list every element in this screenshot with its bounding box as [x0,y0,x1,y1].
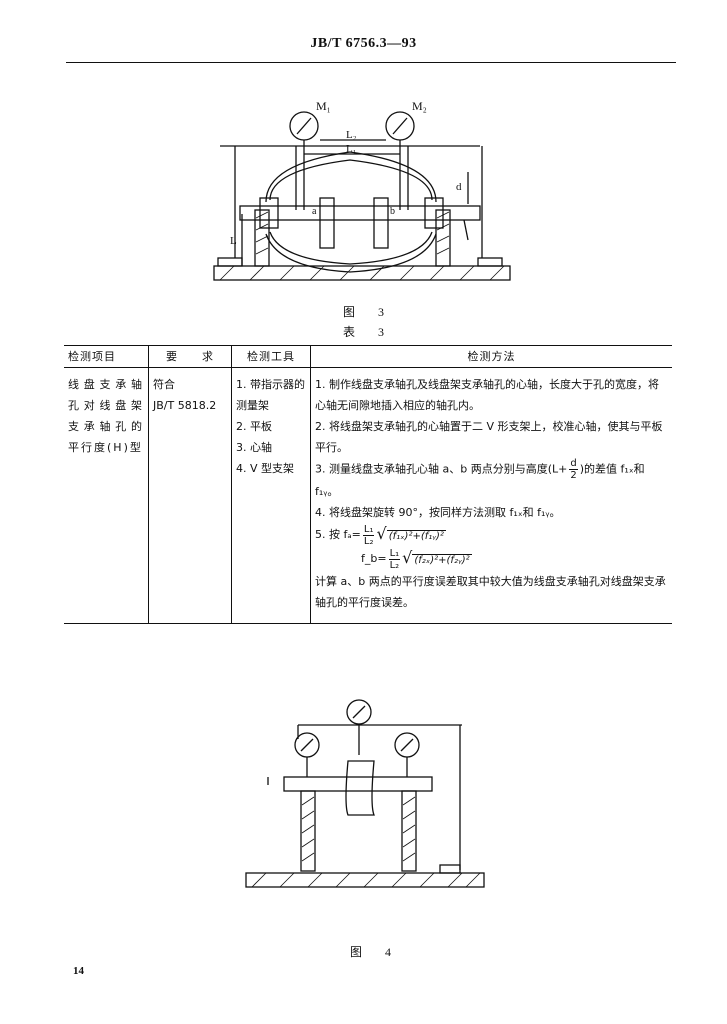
tool-item: 3. 心轴 [236,441,272,454]
figure-4-caption: 图 4 [350,945,402,959]
inspection-table: 检测项目 要 求 检测工具 检测方法 线盘支承轴孔对线盘架支承轴孔的平行度(H)… [64,345,672,624]
tool-item: 1. 带指示器的测量架 [236,378,305,412]
label-l2: L₂ [346,129,357,141]
tool-item: 4. V 型支架 [236,462,295,475]
table-3-caption: 表 3 [343,325,395,339]
sqrt-icon: √(f₂ₓ)²+(f₂ᵧ)² [402,548,472,567]
method-conclusion: 计算 a、b 两点的平行度误差取其中较大值为线盘支承轴孔对线盘架支承轴孔的平行度… [315,575,666,609]
method-step-4: 4. 将线盘架旋转 90°，按同样方法测取 f₁ₓ和 f₁ᵧ。 [315,506,561,519]
page-number: 14 [73,965,84,977]
requirement-standard: JB/T 5818.2 [153,399,217,412]
header-tools: 检测工具 [231,345,311,368]
sqrt-icon: √(f₁ₓ)²+(f₁ᵧ)² [376,524,446,543]
header-requirement: 要 求 [148,345,232,368]
label-d: d [456,181,462,193]
document-header: JB/T 6756.3—93 [310,36,417,51]
method-step-1: 1. 制作线盘支承轴孔及线盘架支承轴孔的心轴，长度大于孔的宽度，将心轴无间隙地插… [315,378,659,412]
tool-item: 2. 平板 [236,420,272,433]
figure-4-diagram [245,699,485,888]
label-l: L [230,235,237,247]
figure-3-caption: 图 3 [343,305,395,319]
label-b: b [390,206,395,217]
header-rule [66,62,676,63]
header-method: 检测方法 [310,345,672,368]
table-row: 线盘支承轴孔对线盘架支承轴孔的平行度(H)型 符合 JB/T 5818.2 1.… [64,367,672,624]
requirement-line: 符合 [153,378,175,391]
figure-3-diagram: M₁ M₂ L₂ L₁ d L a b [213,99,511,281]
header-inspection-item: 检测项目 [64,345,149,368]
cell-requirement: 符合 JB/T 5818.2 [148,367,232,624]
label-m1: M₁ [316,99,331,113]
label-m2: M₂ [412,99,427,113]
label-l1: L₁ [346,143,357,155]
label-a: a [312,206,317,217]
table-header-row: 检测项目 要 求 检测工具 检测方法 [64,345,672,368]
cell-tools: 1. 带指示器的测量架 2. 平板 3. 心轴 4. V 型支架 [231,367,311,624]
method-step-2: 2. 将线盘架支承轴孔的心轴置于二 V 形支架上，校准心轴，使其与平板平行。 [315,420,663,454]
cell-method: 1. 制作线盘支承轴孔及线盘架支承轴孔的心轴，长度大于孔的宽度，将心轴无间隙地插… [310,367,672,624]
cell-inspection-item: 线盘支承轴孔对线盘架支承轴孔的平行度(H)型 [64,367,149,624]
